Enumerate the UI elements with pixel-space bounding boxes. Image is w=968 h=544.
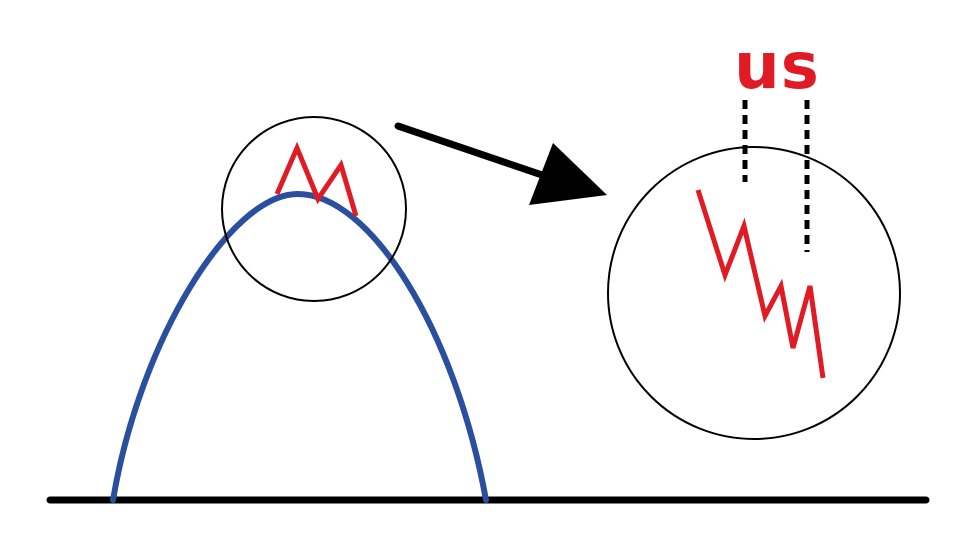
zoom-arrow-shaft (394, 122, 549, 180)
zoomed-zigzag (695, 189, 826, 379)
peak-zigzag (274, 141, 359, 217)
zoom-arrow-head (529, 143, 607, 205)
zoom-circle (607, 146, 901, 440)
interval-label: us (734, 30, 820, 104)
bell-curve (110, 190, 489, 503)
focus-circle (221, 116, 407, 302)
